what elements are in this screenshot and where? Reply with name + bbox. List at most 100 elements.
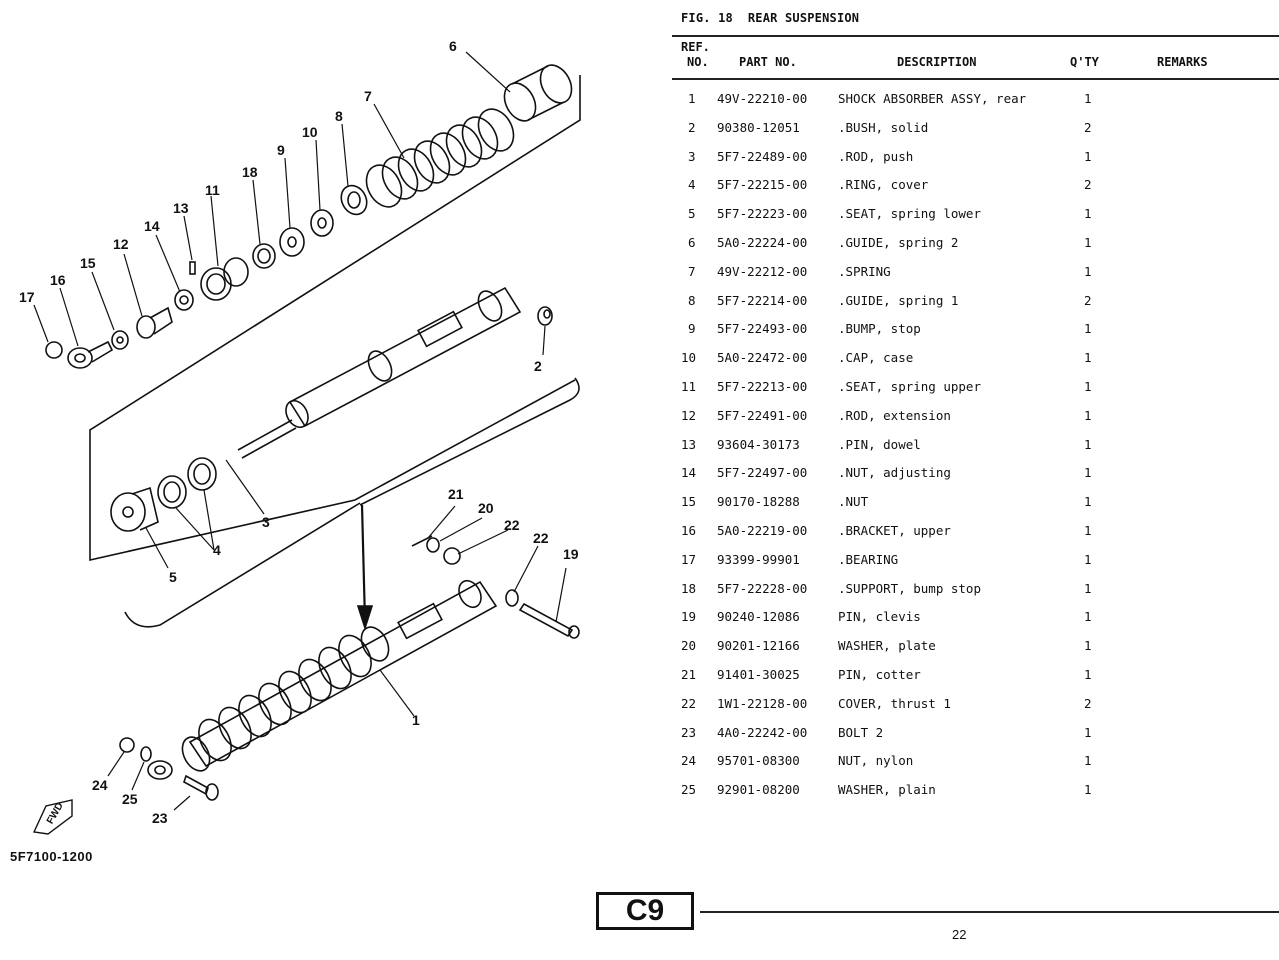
table-row: 8 5F7-22214-00 .GUIDE, spring 1 2 [0,293,1279,313]
ref-cell: 4 [688,177,696,193]
qty-cell: 1 [1084,321,1092,337]
description-cell: .NUT [838,494,869,510]
part-no-cell: 92901-08200 [717,782,800,798]
callout-11: 11 [205,182,220,198]
assembly-arrow [360,504,367,623]
callout-21: 21 [448,486,464,502]
callout-8: 8 [335,108,343,124]
callout-9: 9 [277,142,285,158]
page-number: 22 [952,927,967,942]
description-cell: .GUIDE, spring 2 [838,235,959,250]
header-description: DESCRIPTION [897,55,977,69]
qty-cell: 2 [1084,695,1092,711]
description-cell: .GUIDE, spring 1 [838,292,959,308]
qty-cell: 1 [1084,551,1092,567]
part-no-cell: 4A0-22242-00 [717,724,808,740]
drawing-code: 5F7100-1200 [10,849,93,864]
exploded-diagram: 6 7 8 10 9 18 11 13 14 12 15 16 17 2 3 4… [10,38,581,864]
ref-cell: 20 [681,638,697,654]
part-22-cover-b [505,589,519,607]
callout-6: 6 [449,38,457,54]
callout-2: 2 [534,358,542,374]
qty-cell: 2 [1084,177,1092,193]
part-no-cell: 5A0-22472-00 [717,350,808,366]
figure-title: FIG. 18 REAR SUSPENSION [681,11,859,25]
part-no-cell: 93604-30173 [717,436,800,452]
part-no-cell: 5F7-22214-00 [717,292,808,308]
description-cell: NUT, nylon [838,753,914,769]
description-cell: .PIN, dowel [838,436,921,452]
callout-12: 12 [113,236,129,252]
part-13-pin [189,261,196,275]
callout-1: 1 [412,712,420,728]
ref-cell: 3 [688,148,696,164]
callout-19: 19 [563,546,579,562]
part-no-cell: 90170-18288 [717,494,800,510]
part-17-bearing [45,341,63,359]
ref-cell: 14 [681,465,697,481]
description-cell: .CAP, case [838,350,914,366]
description-cell: .BEARING [838,551,899,567]
part-25-washer [140,746,152,762]
header-remarks: REMARKS [1157,55,1208,69]
part-no-cell: 5F7-22215-00 [717,177,808,193]
part-18-support [252,243,276,269]
qty-cell: 1 [1084,609,1092,625]
ref-cell: 15 [681,494,697,510]
callout-24: 24 [92,777,108,793]
part-7-spring [365,108,515,208]
description-cell: .BRACKET, upper [838,523,951,538]
callout-16: 16 [50,272,66,288]
shock-body-exploded [237,286,522,459]
part-15-nut [111,330,129,350]
ref-cell: 23 [681,724,697,740]
assembly-arrowhead [356,605,374,631]
qty-cell: 2 [1084,292,1092,308]
ref-cell: 19 [681,609,697,625]
ref-cell: 12 [681,407,697,423]
qty-cell: 2 [1084,119,1092,135]
description-cell: .BUSH, solid [838,119,929,135]
ref-cell: 8 [688,292,696,308]
qty-cell: 1 [1084,91,1092,106]
qty-cell: 1 [1084,667,1092,682]
qty-cell: 1 [1084,523,1092,538]
header-top-rule [672,35,1279,37]
header-bottom-rule [672,78,1279,80]
callout-13: 13 [173,200,189,216]
part-16-bracket [67,340,114,369]
part-no-cell: 90240-12086 [717,609,800,625]
diagram-drawing [32,51,581,835]
description-cell: .ROD, push [838,148,914,164]
callout-17: 17 [19,289,35,305]
callout-4: 4 [213,542,221,558]
header-part-no: PART NO. [739,55,797,69]
description-cell: .SEAT, spring upper [838,379,981,394]
ref-cell: 6 [688,235,696,250]
ref-cell: 10 [681,350,697,366]
qty-cell: 1 [1084,782,1092,798]
ref-cell: 7 [688,263,696,279]
part-8-guide [340,184,368,216]
part-2-bush [537,306,553,326]
part-no-cell: 5F7-22223-00 [717,206,808,222]
figure-number: FIG. 18 [681,11,733,25]
description-cell: COVER, thrust 1 [838,695,951,711]
ref-cell: 11 [681,379,697,394]
part-11-seat [200,257,249,301]
qty-cell: 1 [1084,638,1092,654]
